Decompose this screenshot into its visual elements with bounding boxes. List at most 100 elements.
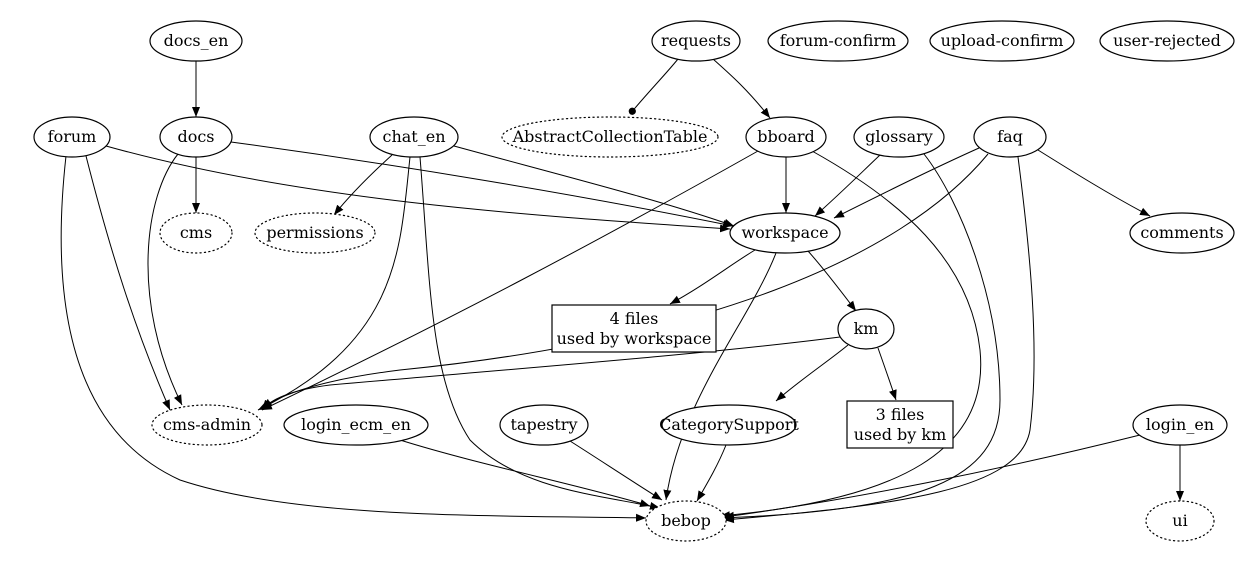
node-permissions-label: permissions [266, 223, 363, 242]
node-forum-confirm-ellipse [767, 20, 909, 62]
node-docs-ellipse [159, 116, 233, 158]
node-user-rejected[interactable]: user-rejected [1099, 20, 1235, 62]
node-tapestry[interactable]: tapestry [499, 404, 589, 446]
node-forum-confirm-label: forum-confirm [780, 31, 896, 50]
edge-km-to-km-files [877, 347, 897, 401]
edge-requests-to-abstract [628, 58, 679, 115]
node-tapestry-label: tapestry [510, 415, 577, 434]
node-permissions[interactable]: permissions [254, 212, 376, 254]
node-km[interactable]: km [837, 308, 895, 350]
edge-forum-to-cms-admin [85, 155, 171, 411]
edge-bboard-to-bebop [719, 150, 982, 520]
node-comments[interactable]: comments [1129, 212, 1235, 254]
node-category-support-ellipse [661, 404, 797, 446]
edge-chat-en-to-cms-admin [257, 156, 411, 411]
node-cms-label: cms [180, 223, 212, 242]
node-abstract-label: AbstractCollectionTable [512, 127, 708, 146]
nodes-layer: docs_en requests forum-confirm upload-confi… [33, 20, 1235, 542]
node-chat-en[interactable]: chat_en [369, 116, 459, 158]
node-upload-confirm[interactable]: upload-confirm [929, 20, 1075, 62]
node-cms[interactable]: cms [159, 212, 233, 254]
node-ws-files-label-line2: used by workspace [557, 329, 712, 348]
node-user-rejected-ellipse [1099, 20, 1235, 62]
node-cms-admin-ellipse [151, 404, 263, 446]
node-chat-en-ellipse [369, 116, 459, 158]
node-bboard-ellipse [745, 116, 827, 158]
edge-category-support-to-bebop [696, 444, 727, 502]
node-forum-ellipse [33, 116, 111, 158]
node-login-en[interactable]: login_en [1132, 404, 1228, 446]
node-faq-ellipse [973, 116, 1047, 158]
node-requests[interactable]: requests [651, 20, 741, 62]
node-abstract[interactable]: AbstractCollectionTable [501, 116, 719, 158]
edge-glossary-to-bebop [721, 153, 1001, 522]
node-login-ecm-en-ellipse [283, 404, 429, 446]
node-forum-label: forum [48, 127, 97, 146]
node-workspace-label: workspace [741, 223, 828, 242]
node-login-en-ellipse [1132, 404, 1228, 446]
node-bebop-ellipse [645, 500, 727, 542]
edge-login-en-to-bebop [723, 434, 1141, 520]
node-km-ellipse [837, 308, 895, 350]
node-bboard-label: bboard [757, 127, 815, 146]
node-comments-label: comments [1140, 223, 1223, 242]
node-bboard[interactable]: bboard [745, 116, 827, 158]
edge-workspace-to-bebop [663, 252, 777, 501]
edge-login-ecm-en-to-bebop [399, 439, 651, 507]
node-glossary-label: glossary [865, 127, 933, 146]
node-requests-label: requests [661, 31, 731, 50]
node-docs-en[interactable]: docs_en [149, 20, 243, 62]
node-cms-admin-label: cms-admin [163, 415, 251, 434]
node-workspace[interactable]: workspace [729, 212, 841, 254]
node-comments-ellipse [1129, 212, 1235, 254]
node-docs-en-ellipse [149, 20, 243, 62]
node-cms-admin[interactable]: cms-admin [151, 404, 263, 446]
node-upload-confirm-ellipse [929, 20, 1075, 62]
node-glossary-ellipse [853, 116, 945, 158]
node-workspace-ellipse [729, 212, 841, 254]
edge-requests-to-bboard [712, 58, 771, 119]
node-forum-confirm[interactable]: forum-confirm [767, 20, 909, 62]
node-docs[interactable]: docs [159, 116, 233, 158]
node-login-ecm-en[interactable]: login_ecm_en [283, 404, 429, 446]
node-upload-confirm-label: upload-confirm [941, 31, 1064, 50]
edge-bboard-to-cms-admin [261, 150, 759, 411]
node-forum[interactable]: forum [33, 116, 111, 158]
edge-docs-to-cms-admin [147, 153, 183, 406]
node-km-files-label-line2: used by km [854, 425, 947, 444]
node-faq[interactable]: faq [973, 116, 1047, 158]
edge-forum-to-bebop [60, 155, 647, 522]
node-login-ecm-en-label: login_ecm_en [301, 415, 411, 434]
node-cms-ellipse [159, 212, 233, 254]
edges-layer [60, 58, 1184, 524]
node-km-files-label-line1: 3 files [876, 405, 925, 424]
node-ws-files-box [551, 304, 717, 353]
node-docs-label: docs [177, 127, 214, 146]
node-glossary[interactable]: glossary [853, 116, 945, 158]
node-category-support[interactable]: CategorySupport [659, 404, 799, 446]
edge-faq-to-workspace [833, 147, 980, 219]
edge-tapestry-to-bebop [569, 440, 663, 501]
node-permissions-ellipse [254, 212, 376, 254]
node-ui-label: ui [1172, 511, 1187, 530]
node-abstract-ellipse [501, 116, 719, 158]
node-chat-en-label: chat_en [382, 127, 445, 146]
node-tapestry-ellipse [499, 404, 589, 446]
node-docs-en-label: docs_en [164, 31, 229, 50]
node-ui[interactable]: ui [1145, 500, 1215, 542]
edge-chat-en-to-workspace [453, 145, 735, 227]
edge-glossary-to-workspace [814, 154, 881, 217]
edge-docs-to-workspace [230, 141, 734, 228]
edge-chat-en-to-permissions [333, 154, 393, 216]
node-faq-label: faq [997, 127, 1023, 146]
node-category-support-label: CategorySupport [659, 415, 799, 434]
node-bebop[interactable]: bebop [645, 500, 727, 542]
edge-forum-to-workspace [105, 145, 731, 233]
edge-km-to-category-support [775, 344, 849, 402]
node-user-rejected-label: user-rejected [1113, 31, 1221, 50]
node-requests-ellipse [651, 20, 741, 62]
node-bebop-label: bebop [661, 511, 711, 530]
